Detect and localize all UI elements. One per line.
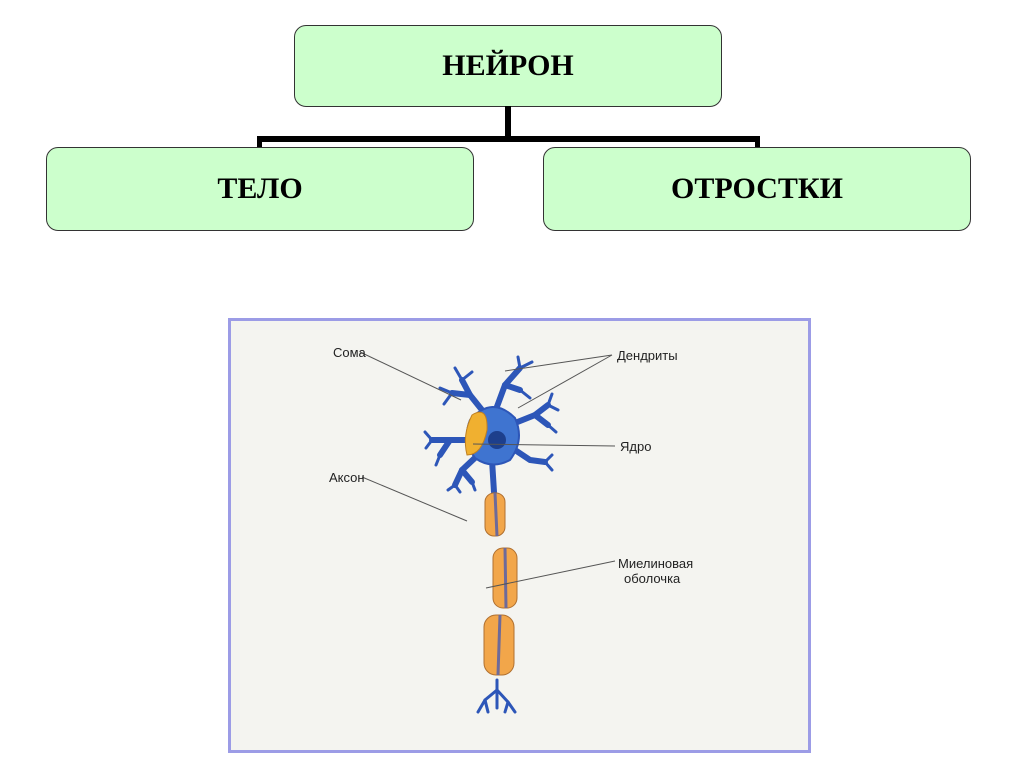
connector-horizontal xyxy=(257,136,760,142)
connector-right-drop xyxy=(755,136,760,149)
root-node-neuron: НЕЙРОН xyxy=(294,25,722,107)
child-node-processes-label: ОТРОСТКИ xyxy=(671,172,843,205)
root-node-label: НЕЙРОН xyxy=(442,49,574,82)
child-node-body: ТЕЛО xyxy=(46,147,474,231)
label-soma: Сома xyxy=(333,345,367,360)
label-axon: Аксон xyxy=(329,470,365,485)
child-node-processes: ОТРОСТКИ xyxy=(543,147,971,231)
label-nucleus: Ядро xyxy=(620,439,651,454)
leader-lines xyxy=(359,351,616,589)
connector-vertical xyxy=(505,106,511,142)
label-myelin-2: оболочка xyxy=(624,571,681,586)
label-dendrites: Дендриты xyxy=(617,348,678,363)
label-myelin-1: Миелиновая xyxy=(618,556,693,571)
connector-left-drop xyxy=(257,136,262,149)
child-node-body-label: ТЕЛО xyxy=(217,172,303,205)
myelin-sheath xyxy=(483,492,518,676)
nucleus xyxy=(488,431,506,449)
